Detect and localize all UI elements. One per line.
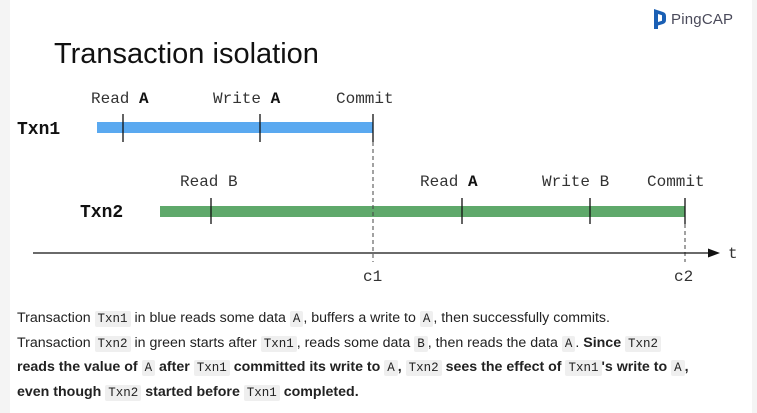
pingcap-logo-icon <box>654 9 666 29</box>
tick-label-c2: c2 <box>674 268 693 286</box>
txn2-bar <box>160 206 685 217</box>
slide-title: Transaction isolation <box>54 38 319 70</box>
time-axis-arrowhead <box>708 248 720 258</box>
caption-line-4: even though Txn2 started before Txn1 com… <box>17 383 359 401</box>
txn2-event-read-a: Read A <box>420 173 478 191</box>
caption-line-2: Transaction Txn2 in green starts after T… <box>17 332 747 357</box>
tick-label-c1: c1 <box>363 268 382 286</box>
txn1-event-commit: Commit <box>336 90 394 108</box>
txn2-label: Txn2 <box>80 203 123 223</box>
txn2-event-read-b: Read B <box>180 173 238 191</box>
txn1-bar <box>97 122 373 133</box>
caption-line-1: Transaction Txn1 in blue reads some data… <box>17 310 610 327</box>
time-axis-label: t <box>728 245 738 263</box>
txn1-event-read-a: Read A <box>91 90 149 108</box>
timeline-diagram: Txn1 Read A Write A Commit Txn2 Read B R… <box>17 90 738 286</box>
caption: Transaction Txn1 in blue reads some data… <box>17 307 747 405</box>
caption-line-3: reads the value of A after Txn1 committe… <box>17 359 689 376</box>
txn2-event-write-b: Write B <box>542 173 609 191</box>
pingcap-logo: PingCAP <box>653 8 733 30</box>
txn2-event-commit: Commit <box>647 173 705 191</box>
txn1-event-write-a: Write A <box>213 90 281 108</box>
brand-name: PingCAP <box>671 10 734 28</box>
txn1-label: Txn1 <box>17 120 60 140</box>
